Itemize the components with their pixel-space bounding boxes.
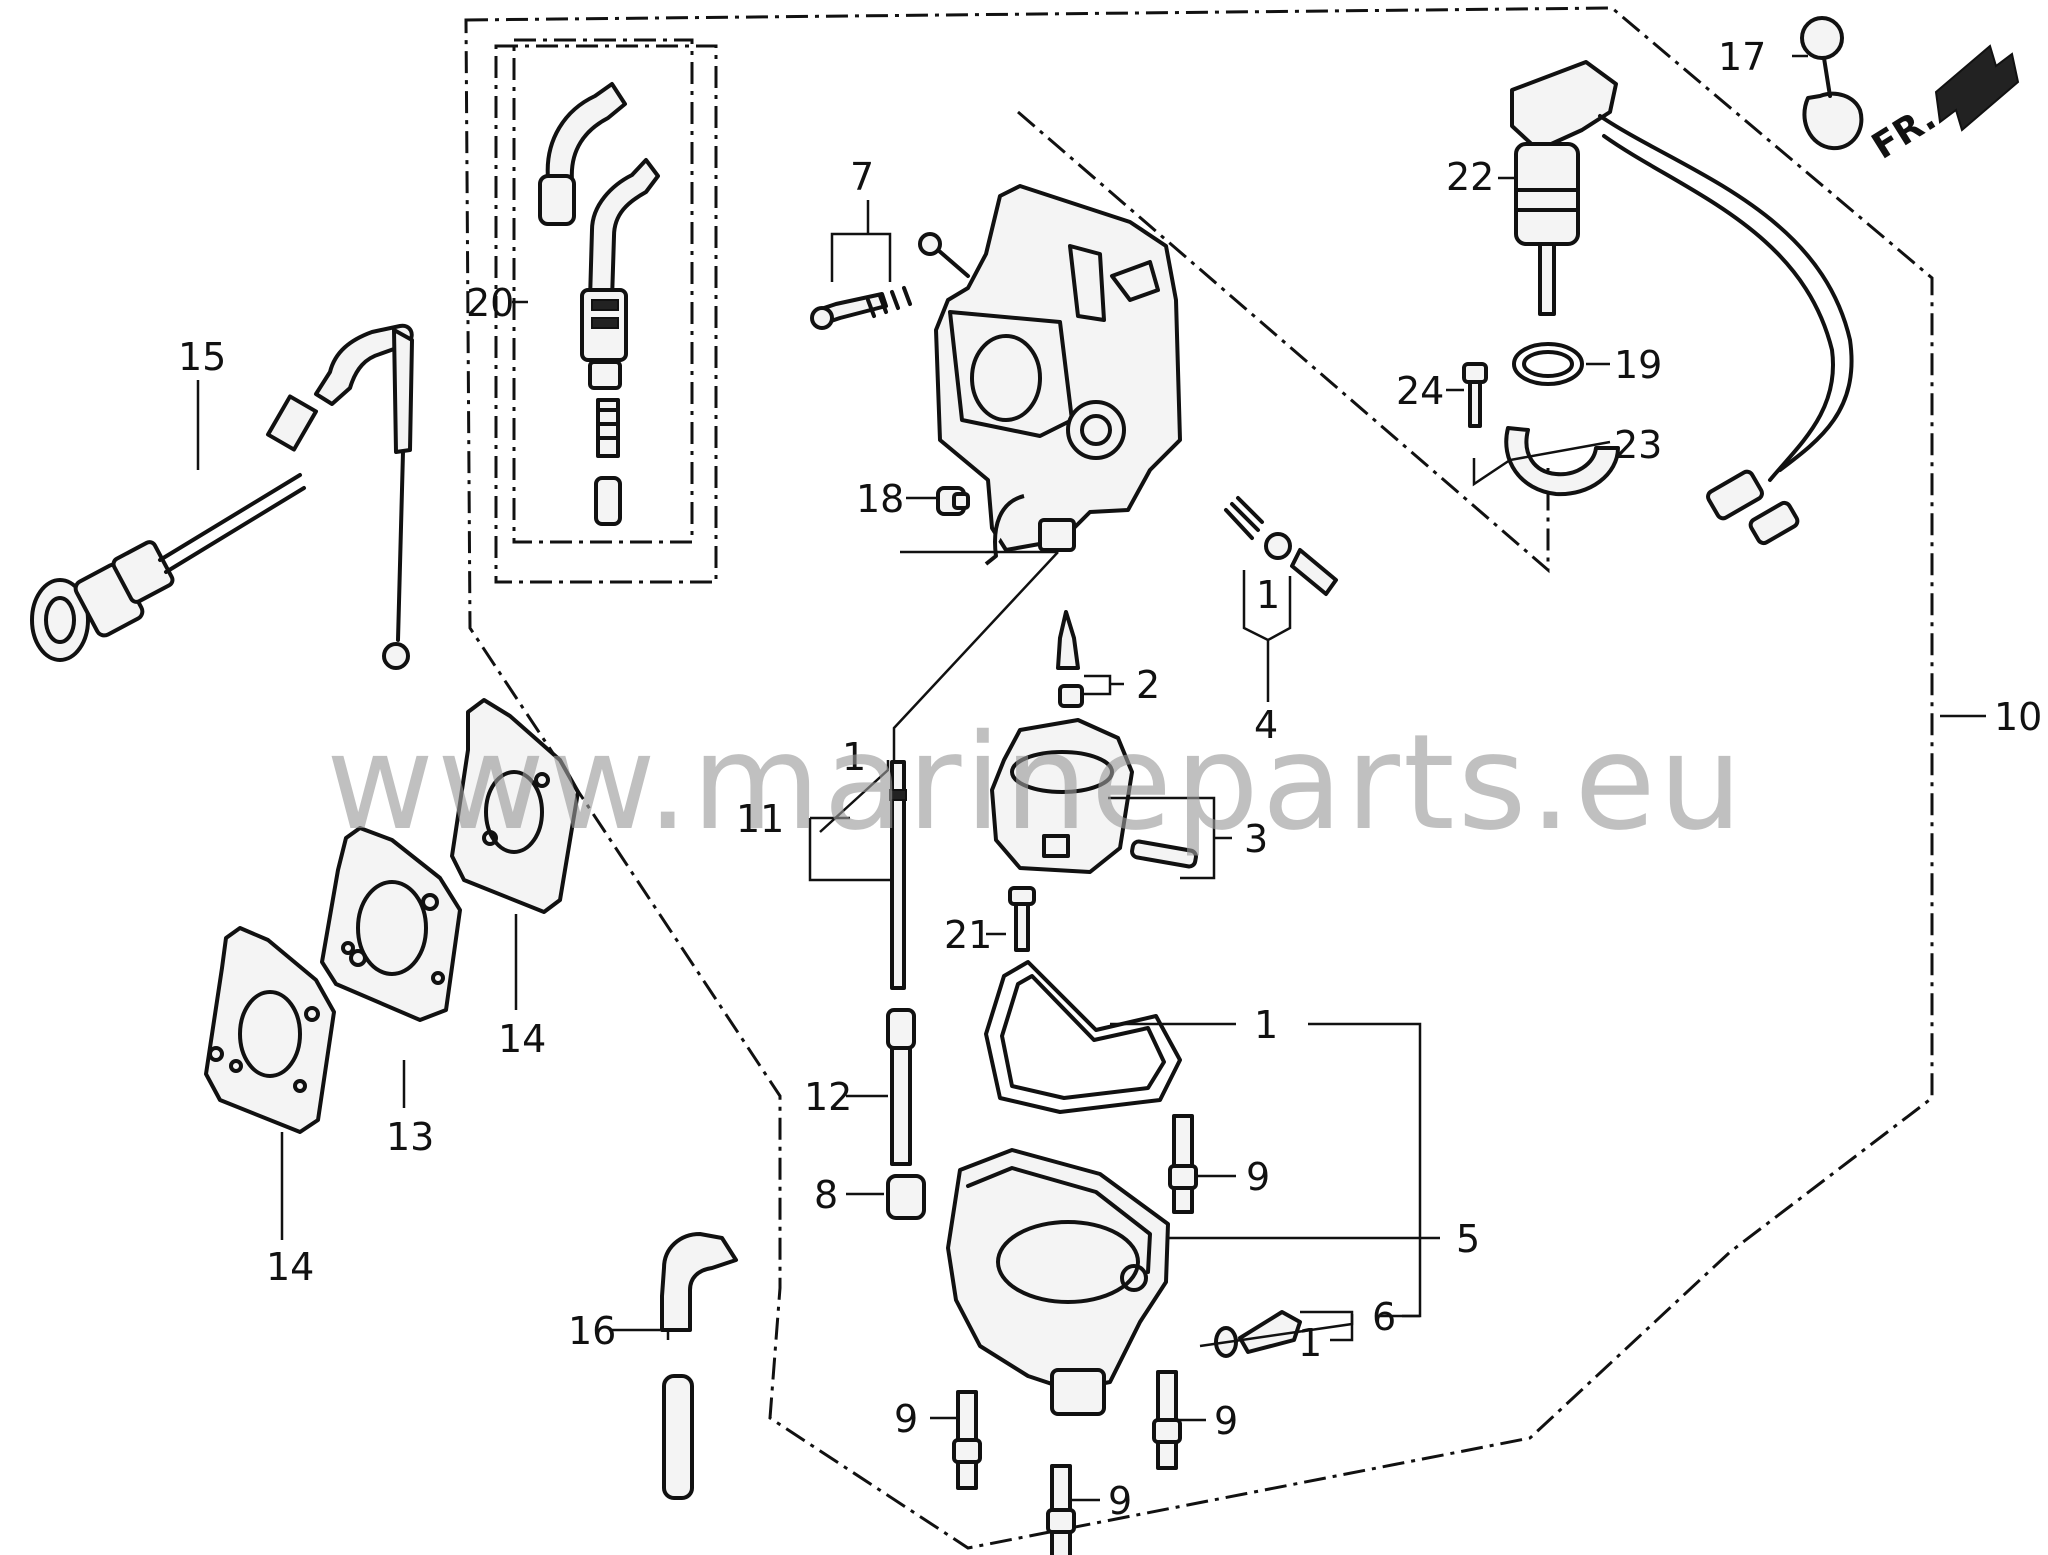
callout-14-right: 14 <box>498 1017 546 1061</box>
plug-18 <box>936 486 970 516</box>
pilot-screw-set <box>810 286 912 330</box>
callout-16: 16 <box>568 1309 616 1353</box>
callout-11: 11 <box>736 797 784 841</box>
callout-15: 15 <box>178 335 226 379</box>
stop-switch-harness <box>1510 60 1854 546</box>
float <box>990 718 1198 874</box>
switch-retainer <box>1504 426 1620 497</box>
choke-cable <box>30 323 414 670</box>
screw-9-top <box>1168 1114 1198 1214</box>
callout-17: 17 <box>1718 35 1766 79</box>
callout-14-left: 14 <box>266 1245 314 1289</box>
callout-3: 3 <box>1244 817 1268 861</box>
callout-6: 6 <box>1372 1295 1396 1339</box>
leader-lines <box>196 54 1986 1502</box>
callout-9-top: 9 <box>1246 1155 1270 1199</box>
callout-9-bottom: 9 <box>1108 1479 1132 1523</box>
float-valve <box>1056 610 1084 708</box>
stop-switch-clip <box>1800 16 1864 151</box>
callout-23: 23 <box>1614 423 1662 467</box>
watermark: www.marineparts.eu <box>326 706 1745 860</box>
callout-1-jet-screw: 1 <box>1256 573 1280 617</box>
hose-kit-outline <box>494 44 718 584</box>
callout-1-drain: 1 <box>1298 1321 1322 1365</box>
callout-24: 24 <box>1396 369 1444 413</box>
insulator <box>320 826 462 1022</box>
drain-tube <box>660 1232 738 1500</box>
fuel-hose-kit <box>538 82 660 526</box>
callout-8: 8 <box>814 1173 838 1217</box>
callout-1-float-gasket: 1 <box>1254 1003 1278 1047</box>
callout-5: 5 <box>1456 1217 1480 1261</box>
callout-22: 22 <box>1446 155 1494 199</box>
screw-9-bottom <box>1046 1464 1076 1555</box>
callout-10: 10 <box>1994 695 2042 739</box>
callout-13: 13 <box>386 1115 434 1159</box>
front-direction-arrow-icon <box>1934 44 2020 132</box>
callout-4: 4 <box>1254 703 1278 747</box>
gasket-inner <box>204 926 336 1134</box>
screw-24 <box>1462 362 1488 428</box>
hose-kit-inner-box <box>512 38 694 544</box>
callout-9-left: 9 <box>894 1397 918 1441</box>
float-chamber <box>946 1148 1170 1416</box>
wire-harness-outline <box>1017 110 1550 574</box>
callout-labels: 1 1 1 1 1 2 3 4 5 6 7 8 9 9 9 9 10 11 12… <box>178 35 2042 1523</box>
callout-19: 19 <box>1614 343 1662 387</box>
main-jet <box>886 1174 926 1220</box>
callout-18: 18 <box>856 477 904 521</box>
callout-1-needle: 1 <box>842 735 866 779</box>
carburetor-assembly-outline <box>464 6 1934 1550</box>
callout-9-right: 9 <box>1214 1399 1238 1443</box>
callout-2: 2 <box>1136 663 1160 707</box>
jet-screw-set <box>1224 496 1338 596</box>
o-ring <box>1512 342 1584 386</box>
callout-20: 20 <box>466 281 514 325</box>
callout-12: 12 <box>804 1075 852 1119</box>
screw-21 <box>1008 886 1036 952</box>
callout-21: 21 <box>944 913 992 957</box>
screw-9-left <box>952 1390 982 1490</box>
screw-9-right <box>1152 1370 1182 1470</box>
main-nozzle <box>889 760 907 990</box>
callout-7: 7 <box>850 155 874 199</box>
float-chamber-gasket <box>984 960 1182 1114</box>
carburetor-body <box>918 184 1182 566</box>
needle-jet-holder <box>886 1008 916 1166</box>
front-direction-label: FR. <box>1865 98 1943 168</box>
gasket-outer <box>450 698 580 914</box>
